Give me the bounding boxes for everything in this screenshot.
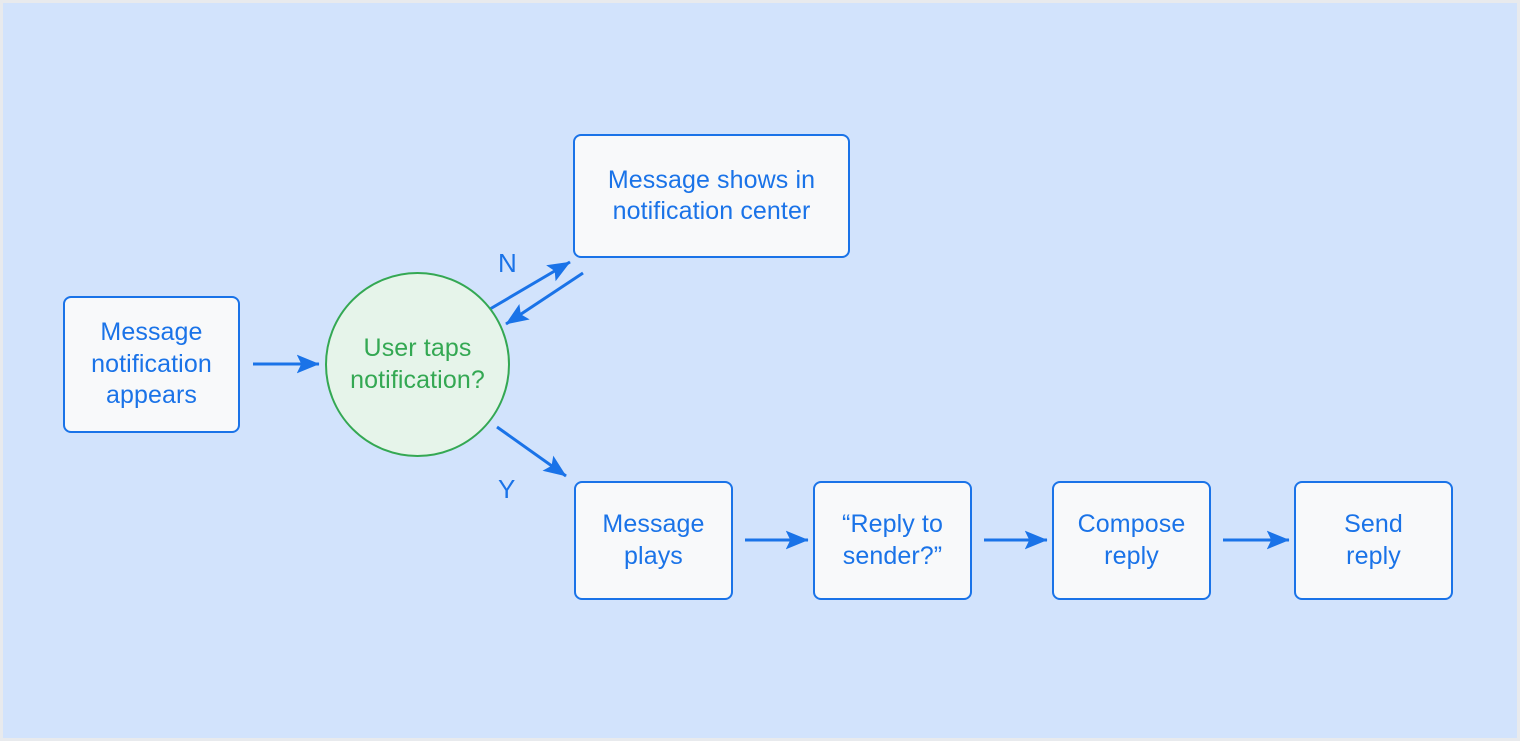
node-user-taps-notification[interactable]: User taps notification? — [325, 272, 510, 457]
node-compose-reply[interactable]: Compose reply — [1052, 481, 1211, 600]
node-label: Send reply — [1344, 510, 1403, 570]
node-message-notification-appears[interactable]: Message notification appears — [63, 296, 240, 433]
node-label: “Reply to sender?” — [842, 510, 943, 570]
node-send-reply[interactable]: Send reply — [1294, 481, 1453, 600]
node-reply-to-sender[interactable]: “Reply to sender?” — [813, 481, 972, 600]
node-label: Message plays — [602, 510, 705, 570]
node-label: Compose reply — [1077, 510, 1186, 570]
edge-center-back-to-decision — [505, 271, 584, 326]
edge-label-no: N — [498, 248, 517, 278]
node-label: Message notification appears — [91, 318, 212, 410]
node-message-shows-in-notification-center[interactable]: Message shows in notification center — [573, 134, 850, 258]
edge-decision-yes-to-plays — [496, 425, 567, 478]
node-label: Message shows in notification center — [607, 165, 816, 226]
node-label: User taps notification? — [350, 334, 485, 394]
edge-label-yes: Y — [498, 474, 516, 504]
node-message-plays[interactable]: Message plays — [574, 481, 733, 600]
